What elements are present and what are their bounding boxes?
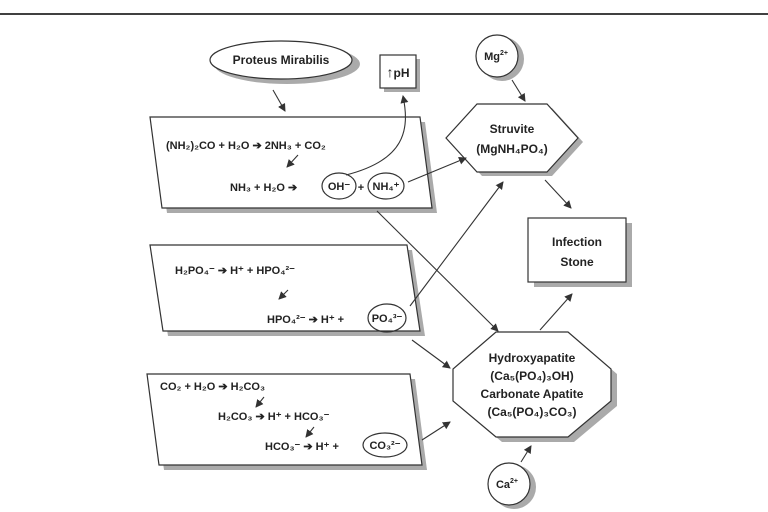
infection-stone-label-2: Stone [560, 255, 594, 269]
arrow-mg-to-struvite [512, 80, 525, 101]
carbonate-equation-1: CO₂ + H₂O ➔ H₂CO₃ [160, 381, 265, 393]
urea-plus: + [358, 182, 364, 194]
urea-equation-1: (NH₂)₂CO + H₂O ➔ 2NH₃ + CO₂ [166, 140, 326, 152]
apatite-label-3: Carbonate Apatite [481, 387, 584, 401]
nh4-label: NH₄⁺ [373, 181, 400, 193]
urea-reaction-box: (NH₂)₂CO + H₂O ➔ 2NH₃ + CO₂ NH₃ + H₂O ➔ … [150, 117, 437, 213]
arrow-co3-to-apatite [422, 422, 450, 440]
mg-ion-node: Mg2+ [476, 35, 524, 81]
arrow-ca-to-apatite [521, 446, 531, 462]
proteus-mirabilis-node: Proteus Mirabilis [210, 41, 360, 84]
co3-label: CO₃²⁻ [369, 440, 400, 452]
struvite-label-2: (MgNH₄PO₄) [476, 142, 547, 156]
apatite-node: Hydroxyapatite (Ca₅(PO₄)₃OH) Carbonate A… [453, 332, 617, 442]
po4-label: PO₄³⁻ [372, 313, 403, 325]
ca-ion-node: Ca2+ [488, 463, 536, 509]
infection-stone-node: Infection Stone [528, 218, 632, 287]
arrow-phosphate-to-apatite [412, 340, 450, 368]
arrow-apatite-to-stone [540, 294, 572, 330]
carbonate-equation-3: HCO₃⁻ ➔ H⁺ + [265, 441, 339, 453]
phosphate-equation-2: HPO₄²⁻ ➔ H⁺ + [267, 314, 344, 326]
carbonate-equation-2: H₂CO₃ ➔ H⁺ + HCO₃⁻ [218, 411, 330, 423]
urea-equation-2: NH₃ + H₂O ➔ [230, 182, 298, 194]
apatite-label-1: Hydroxyapatite [489, 351, 576, 365]
struvite-label-1: Struvite [490, 122, 535, 136]
ph-label: ↑pH [387, 64, 410, 80]
proteus-mirabilis-label: Proteus Mirabilis [233, 53, 330, 67]
apatite-label-2: (Ca₅(PO₄)₃OH) [490, 369, 573, 383]
carbonate-reaction-box: CO₂ + H₂O ➔ H₂CO₃ H₂CO₃ ➔ H⁺ + HCO₃⁻ HCO… [147, 374, 427, 470]
infection-stone-label-1: Infection [552, 235, 602, 249]
oh-label: OH⁻ [328, 181, 351, 193]
ph-node: ↑pH [380, 55, 420, 92]
arrow-struvite-to-stone [545, 180, 571, 208]
struvite-node: Struvite (MgNH₄PO₄) [446, 104, 583, 176]
arrow-proteus-to-urea [273, 90, 285, 111]
phosphate-equation-1: H₂PO₄⁻ ➔ H⁺ + HPO₄²⁻ [175, 265, 295, 277]
apatite-label-4: (Ca₅(PO₄)₃CO₃) [488, 405, 577, 419]
